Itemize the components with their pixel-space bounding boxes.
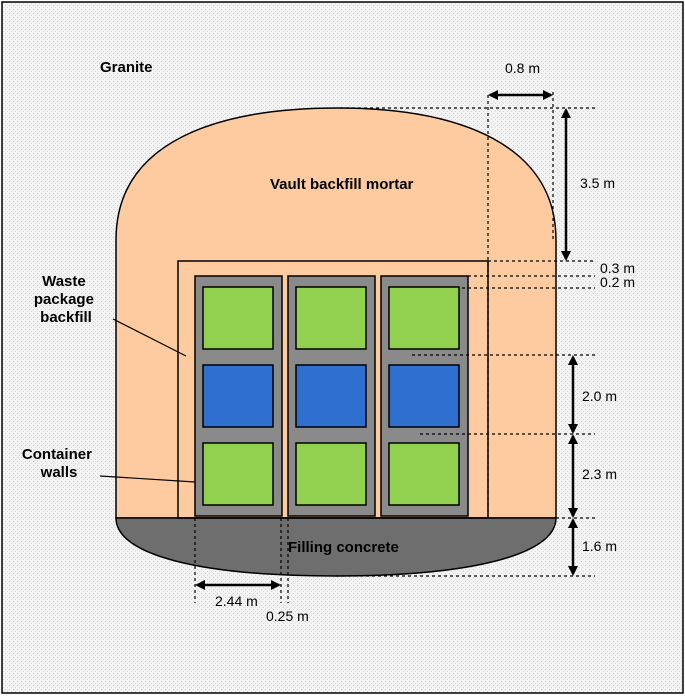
dim-1-6m-label: 1.6 m xyxy=(582,538,617,554)
waste-package-blue xyxy=(388,364,460,428)
container-walls-label: Container walls xyxy=(22,446,96,481)
waste-package-green xyxy=(295,286,367,350)
dim-0-8m-label: 0.8 m xyxy=(505,60,540,76)
waste-package-backfill-line-3: backfill xyxy=(40,309,92,326)
filling-concrete-label: Filling concrete xyxy=(288,539,399,556)
dimension-arrows xyxy=(195,90,578,590)
waste-package-backfill-leader xyxy=(112,318,187,357)
dim-2-0m-label: 2.0 m xyxy=(582,388,617,404)
dimension-guide-lines xyxy=(194,92,595,603)
container-walls-line-2: walls xyxy=(40,464,78,481)
granite-label: Granite xyxy=(100,59,153,76)
waste-package-backfill-label: Waste package backfill xyxy=(34,273,98,326)
dim-0-2m-label: 0.2 m xyxy=(600,274,635,290)
container-walls-line-1: Container xyxy=(22,446,92,463)
waste-package-backfill-line-1: Waste xyxy=(42,273,86,290)
waste-package-backfill-line-2: package xyxy=(34,291,94,308)
waste-package-blue xyxy=(202,364,274,428)
waste-package-green xyxy=(202,286,274,350)
waste-package-green xyxy=(388,442,460,506)
container-stacks xyxy=(194,275,469,517)
waste-package-green xyxy=(202,442,274,506)
dim-0-25m-label: 0.25 m xyxy=(266,608,309,624)
waste-package-green xyxy=(295,442,367,506)
dim-2-3m-label: 2.3 m xyxy=(582,466,617,482)
vault-backfill-mortar-label: Vault backfill mortar xyxy=(270,176,414,193)
dim-2-44m-label: 2.44 m xyxy=(215,593,258,609)
leader-lines xyxy=(99,318,196,483)
dim-0-3m-label: 0.3 m xyxy=(600,260,635,276)
waste-package-blue xyxy=(295,364,367,428)
dim-3-5m-label: 3.5 m xyxy=(580,175,615,191)
container-walls-leader xyxy=(99,475,196,483)
waste-package-green xyxy=(388,286,460,350)
